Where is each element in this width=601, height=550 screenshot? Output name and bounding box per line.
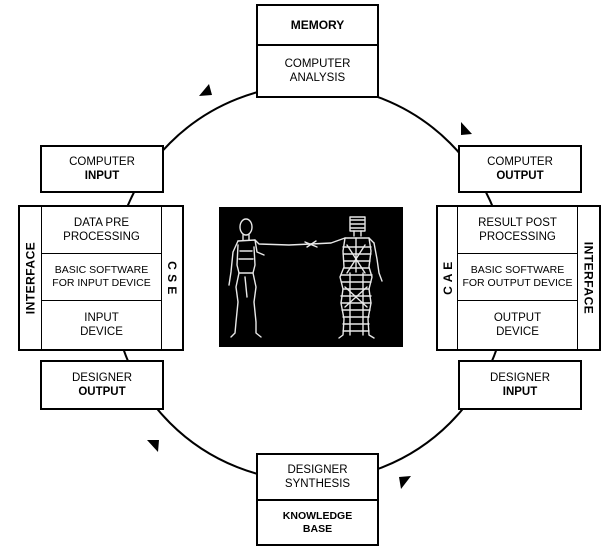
output-device-cell: OUTPUT DEVICE [493, 312, 542, 338]
data-pre-processing-cell: DATA PRE PROCESSING [42, 207, 161, 254]
arrow-top-left [199, 84, 212, 96]
handshake-figures-graphic [228, 216, 383, 339]
cse-label-column: C S E [165, 261, 179, 295]
arrow-bottom-left [147, 440, 159, 452]
knowledge-base-label: KNOWLEDGE BASE [282, 509, 353, 535]
cae-cells: RESULT POST PROCESSING BASIC SOFTWARE FO… [458, 207, 578, 349]
interface-side-left: INTERFACE [20, 207, 42, 349]
arrow-bottom-right [399, 476, 411, 489]
cae-interface-stack: C A E RESULT POST PROCESSING BASIC SOFTW… [436, 205, 601, 351]
designer-synthesis-box: DESIGNER SYNTHESIS KNOWLEDGE BASE [256, 453, 379, 546]
cse-cells: DATA PRE PROCESSING BASIC SOFTWARE FOR I… [42, 207, 162, 349]
human-robot-handshake-image [219, 207, 403, 347]
memory-label: MEMORY [258, 6, 377, 46]
cae-label-column: C A E [438, 207, 458, 349]
cse-interface-stack: INTERFACE DATA PRE PROCESSING BASIC SOFT… [18, 205, 184, 351]
basic-software-output-cell: BASIC SOFTWARE FOR OUTPUT DEVICE [458, 254, 577, 301]
interface-side-right: INTERFACE [581, 241, 596, 315]
computer-analysis-label: COMPUTER ANALYSIS [284, 58, 351, 84]
result-post-processing-cell: RESULT POST PROCESSING [458, 207, 577, 254]
computer-output-box: COMPUTER OUTPUT [458, 145, 582, 193]
designer-output-box: DESIGNER OUTPUT [40, 360, 164, 410]
input-device-cell: INPUT DEVICE [80, 312, 123, 338]
computer-input-box: COMPUTER INPUT [40, 145, 164, 193]
basic-software-input-cell: BASIC SOFTWARE FOR INPUT DEVICE [42, 254, 161, 301]
designer-input-box: DESIGNER INPUT [458, 360, 582, 410]
designer-synthesis-label: DESIGNER SYNTHESIS [258, 455, 377, 501]
memory-box: MEMORY COMPUTER ANALYSIS [256, 4, 379, 98]
arrow-top-right [461, 122, 472, 135]
